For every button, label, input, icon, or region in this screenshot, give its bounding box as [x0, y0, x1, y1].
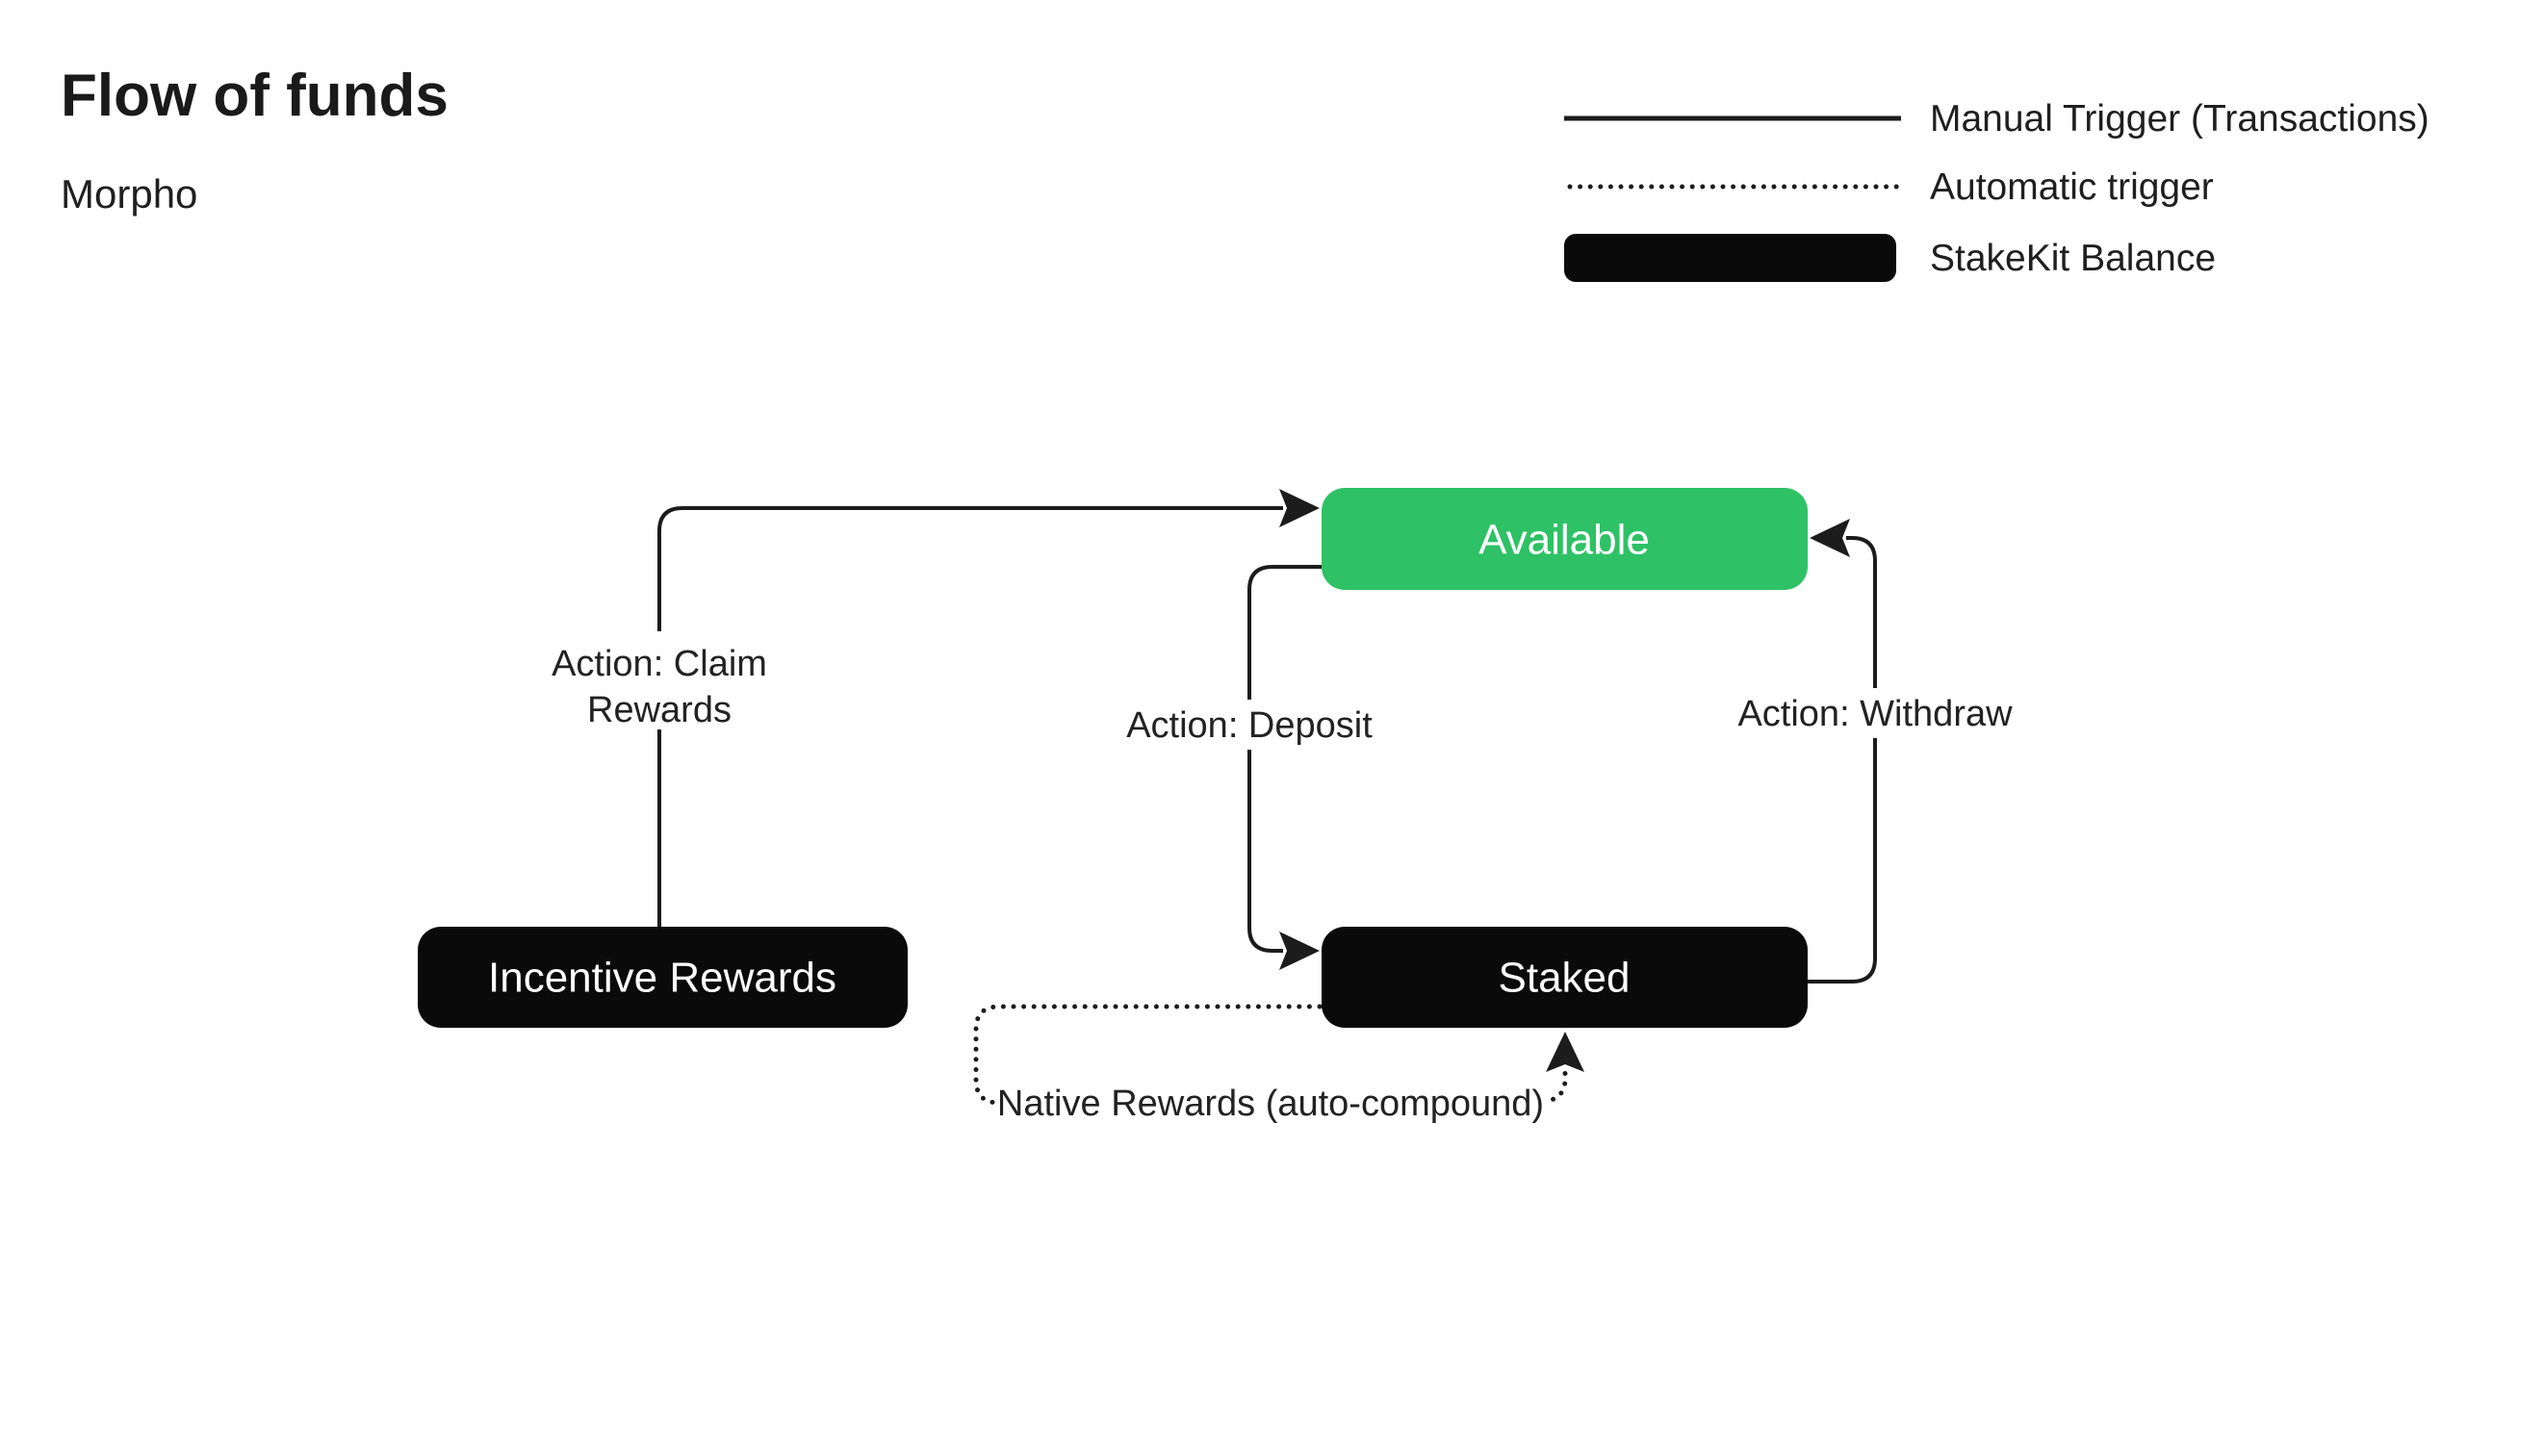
withdraw-label-background [1725, 688, 2025, 738]
claim-rewards-arrowhead-icon [1279, 489, 1320, 527]
claim-rewards-edge-label-line2: Rewards [587, 690, 732, 730]
legend-label-automatic-trigger: Automatic trigger [1930, 166, 2214, 208]
native-rewards-label-background [995, 1079, 1546, 1127]
staked-node-label: Staked [1499, 955, 1631, 1002]
node-incentive-rewards: Incentive Rewards [418, 927, 908, 1028]
legend-label-manual-trigger: Manual Trigger (Transactions) [1930, 98, 2429, 140]
deposit-label-background [1115, 700, 1384, 750]
deposit-arrowhead-icon [1279, 932, 1320, 970]
claim-rewards-edge [657, 506, 1283, 927]
withdraw-edge-label: Action: Withdraw [1737, 694, 2013, 734]
deposit-edge [1247, 565, 1322, 953]
native-rewards-arrowhead-icon [1546, 1032, 1584, 1072]
legend: Manual Trigger (Transactions) Automatic … [1564, 98, 2429, 282]
withdraw-edge [1808, 536, 1877, 983]
incentive-rewards-node-box [418, 927, 908, 1028]
legend-label-stakekit-balance: StakeKit Balance [1930, 238, 2216, 279]
incentive-rewards-node-label: Incentive Rewards [488, 955, 836, 1002]
node-staked: Staked [1322, 927, 1808, 1028]
page-subtitle: Morpho [61, 171, 197, 217]
staked-node-box [1322, 927, 1808, 1028]
deposit-edge-label: Action: Deposit [1126, 705, 1373, 746]
withdraw-arrowhead-icon [1810, 519, 1850, 557]
native-rewards-edge [973, 1004, 1568, 1106]
available-node-box [1322, 488, 1808, 590]
legend-stakekit-balance-sample [1564, 234, 1896, 282]
page-title: Flow of funds [61, 63, 449, 129]
claim-rewards-edge-label-line1: Action: Claim [552, 644, 767, 684]
claim-label-background [539, 631, 780, 729]
native-rewards-edge-label: Native Rewards (auto-compound) [997, 1084, 1544, 1124]
available-node-label: Available [1478, 517, 1650, 564]
node-available: Available [1322, 488, 1808, 590]
